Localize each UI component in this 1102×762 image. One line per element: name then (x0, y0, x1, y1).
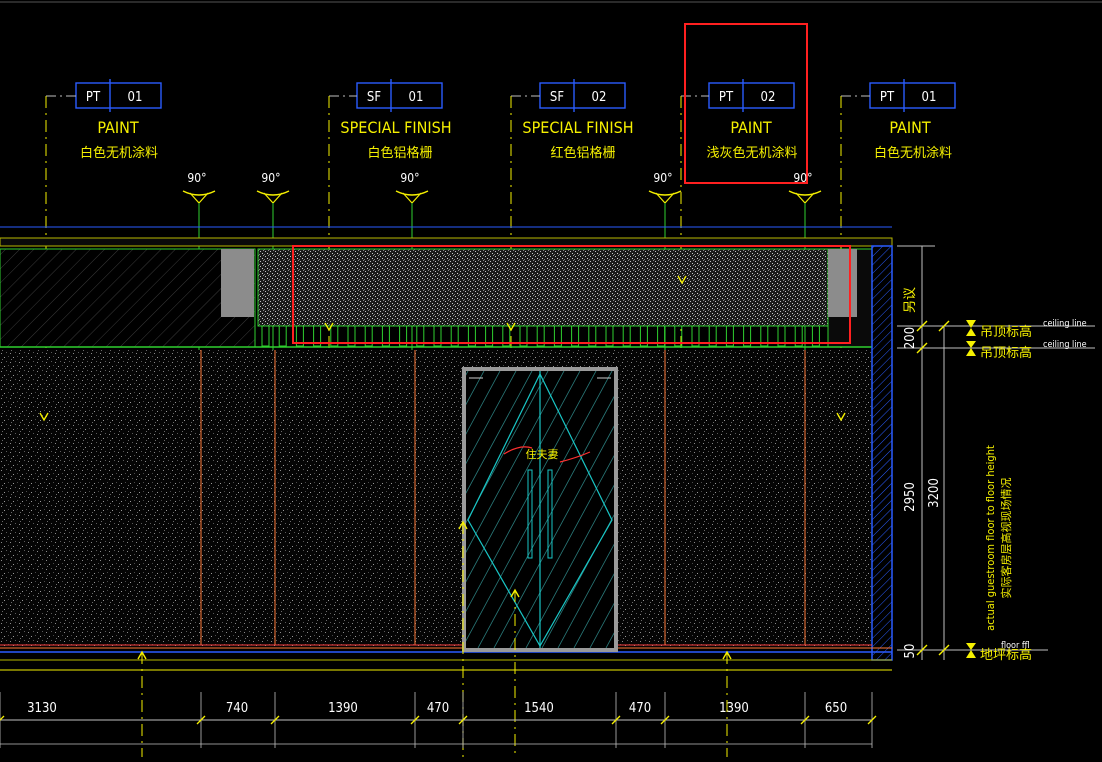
side-note: 另议 (903, 287, 918, 313)
angle-label: 90° (400, 171, 419, 185)
highlight-box-grille (292, 245, 851, 344)
tag-code: SF (550, 90, 564, 105)
dim-1390-label: 1390 (719, 701, 749, 716)
tag-number: 01 (922, 90, 937, 105)
dim-50: 50 (903, 644, 918, 659)
glass-door[interactable]: 住夫妻 (206, 367, 772, 652)
tag-code: PT (719, 90, 734, 105)
angle-label: 90° (261, 171, 280, 185)
dim-650-label: 650 (825, 701, 847, 716)
dim-1390-label: 1390 (328, 701, 358, 716)
angle-label: 90° (187, 171, 206, 185)
ceiling-hatched-panel (0, 248, 256, 348)
tag-description: 白色无机涂料 (80, 145, 158, 161)
bottom-dimension-chain: 3130 740 1390 470 1540 470 1390 650 (0, 692, 877, 748)
ceiling-line-label-1: ceiling line (1043, 319, 1087, 329)
height-note-en: actual guestroom floor to floor height (984, 445, 997, 631)
highlight-box-tag (684, 23, 808, 184)
dim-470-label: 470 (427, 701, 449, 716)
dim-1540-label: 1540 (524, 701, 554, 716)
angle-label: 90° (793, 171, 812, 185)
tag-description: 浅灰色无机涂料 (706, 145, 797, 161)
dim-200: 200 (903, 327, 918, 349)
grey-block-left (221, 249, 254, 317)
tag-code: SF (367, 90, 381, 105)
height-annotations: 另议 200 2950 50 3200 吊顶标高 吊顶标高 地坪标高 ceili… (897, 245, 1095, 663)
tag-number: 02 (761, 90, 776, 105)
tag-number: 01 (409, 90, 424, 105)
side-column (871, 245, 893, 661)
tag-code: PT (86, 90, 101, 105)
grille-teeth (261, 325, 820, 347)
level-label-1: 吊顶标高 (980, 324, 1032, 340)
tag-description: 红色铝格栅 (550, 145, 615, 161)
wall-panel (0, 350, 872, 647)
level-label-3: 地坪标高 (980, 647, 1032, 663)
tag-title: PAINT (97, 118, 139, 137)
tag-title: SPECIAL FINISH (522, 118, 633, 137)
door-label: 住夫妻 (526, 447, 559, 461)
ceiling-line-label-2: ceiling line (1043, 340, 1087, 350)
tag-number: 01 (128, 90, 143, 105)
dim-740-label: 740 (226, 701, 248, 716)
dim-470-label: 470 (629, 701, 651, 716)
ceiling-edge-band (0, 237, 893, 247)
angle-label: 90° (653, 171, 672, 185)
tag-code: PT (880, 90, 895, 105)
height-note-cn: 实际客房层高视现场情况 (999, 478, 1013, 599)
tag-description: 白色无机涂料 (874, 145, 952, 161)
grey-block-right (828, 249, 857, 317)
tag-title: PAINT (730, 118, 772, 137)
dim-3200: 3200 (927, 478, 942, 508)
tag-number: 02 (592, 90, 607, 105)
level-label-2: 吊顶标高 (980, 345, 1032, 361)
dim-3130-label: 3130 (27, 701, 57, 716)
floor-ffl-label: floor ffl (1001, 641, 1030, 651)
grille-panel (257, 248, 829, 327)
tag-description: 白色铝格栅 (367, 145, 432, 161)
dim-2950: 2950 (903, 482, 918, 512)
tag-title: SPECIAL FINISH (340, 118, 451, 137)
wall-panel-joints (200, 350, 806, 645)
tag-title: PAINT (889, 118, 931, 137)
